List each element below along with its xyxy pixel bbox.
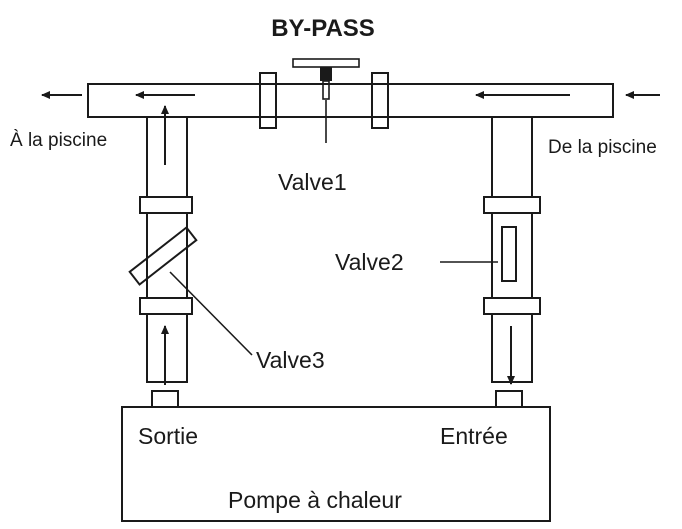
- left-pipe: [139, 105, 193, 385]
- inlet-label: Entrée: [440, 423, 508, 449]
- valve2-window: [501, 226, 517, 282]
- valve3-pointer: [169, 271, 253, 356]
- outlet-label: Sortie: [138, 423, 198, 449]
- to-pool-label: À la piscine: [10, 130, 107, 151]
- valve1-handle: [292, 58, 360, 100]
- inlet-connector: [495, 390, 523, 408]
- valve1-flange-left: [259, 72, 277, 129]
- valve3-label: Valve3: [256, 347, 325, 373]
- bypass-pipe: [87, 83, 614, 118]
- outlet-connector: [151, 390, 179, 408]
- valve1-label: Valve1: [278, 169, 347, 195]
- valve3-body: [128, 226, 198, 286]
- from-pool-label: De la piscine: [548, 137, 657, 158]
- heat-pump-label: Pompe à chaleur: [228, 487, 402, 513]
- heat-pump-box: [121, 406, 551, 522]
- right-pipe: [483, 116, 541, 385]
- valve2-label: Valve2: [335, 249, 404, 275]
- diagram-title: BY-PASS: [271, 15, 375, 42]
- valve1-flange-right: [371, 72, 389, 129]
